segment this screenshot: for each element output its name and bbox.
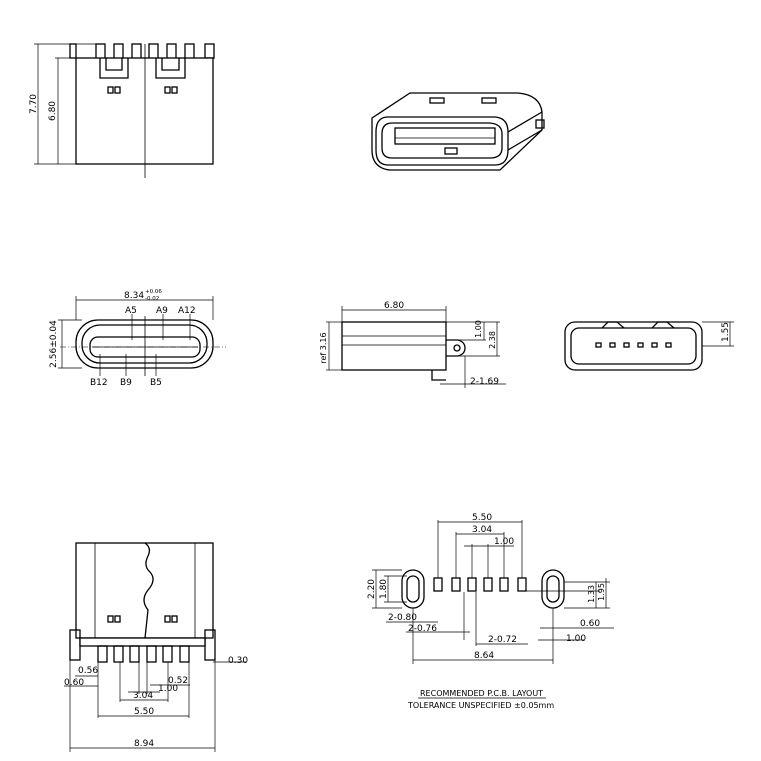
bottom-dim-056: 0.56 — [78, 666, 98, 676]
pcb-dim-133: 1.33 — [587, 585, 596, 603]
bottom-dim-894: 8.94 — [134, 739, 154, 749]
pcb-dim-280: 2-0.80 — [388, 613, 417, 623]
pin-label-a12: A12 — [178, 306, 196, 316]
pcb-dim-180: 1.80 — [379, 579, 389, 599]
pcb-dim-220: 2.20 — [367, 579, 377, 599]
front-dim-width: 8.34 — [124, 291, 144, 301]
top-dim-680: 6.80 — [48, 101, 58, 121]
rear-view: 1.55 — [564, 321, 734, 371]
bottom-dim-052: 0.52 — [168, 676, 188, 686]
front-view: 8.34 +0.06 -0.02 2.56±0.04 A5 A9 A12 B12… — [49, 289, 226, 388]
pcb-dim-100: 1.00 — [494, 537, 514, 547]
pin-label-a5: A5 — [125, 306, 137, 316]
bottom-dim-100: 1.00 — [158, 684, 178, 694]
front-dim-height: 2.56±0.04 — [49, 320, 59, 368]
pcb-caption: RECOMMENDED P.C.B. LAYOUT — [420, 689, 543, 698]
bottom-view: 0.30 0.56 0.60 0.52 3.04 1.00 5.50 8.94 — [64, 542, 248, 752]
side-dim-100: 1.00 — [474, 320, 483, 338]
pcb-tolerance: TOLERANCE UNSPECIFIED ±0.05mm — [407, 701, 554, 710]
isometric-view — [371, 92, 545, 171]
top-dim-770: 7.70 — [29, 94, 39, 114]
pin-label-b9: B9 — [120, 378, 132, 388]
bottom-dim-304: 3.04 — [133, 691, 153, 701]
bottom-dim-030: 0.30 — [228, 656, 248, 666]
pcb-layout: 5.50 3.04 1.00 2.20 1.80 1.33 1.95 2-0.8… — [367, 513, 614, 710]
pcb-dim-195: 1.95 — [597, 583, 606, 601]
side-dim-tab: 2-1.69 — [470, 377, 499, 387]
pcb-dim-060: 0.60 — [580, 619, 600, 629]
pcb-dim-100b: 1.00 — [566, 634, 586, 644]
top-view: 7.70 6.80 — [29, 43, 215, 178]
front-tol-lower: -0.02 — [145, 296, 159, 302]
pin-label-b5: B5 — [150, 378, 162, 388]
side-dim-ref: ref 3.16 — [319, 332, 328, 363]
side-view: 6.80 ref 3.16 1.00 2.38 2-1.69 — [319, 301, 506, 388]
bottom-dim-550: 5.50 — [134, 707, 154, 717]
bottom-dim-060: 0.60 — [64, 678, 84, 688]
pcb-dim-550: 5.50 — [472, 513, 492, 523]
pcb-dim-276: 2-0.76 — [408, 624, 437, 634]
pcb-dim-304: 3.04 — [472, 525, 492, 535]
side-dim-238: 2.38 — [488, 331, 497, 349]
pin-label-a9: A9 — [156, 306, 168, 316]
pcb-dim-272: 2-0.72 — [488, 635, 517, 645]
pin-label-b12: B12 — [90, 378, 108, 388]
rear-dim-155: 1.55 — [721, 322, 731, 342]
front-tol-upper: +0.06 — [145, 289, 162, 295]
side-dim-length: 6.80 — [384, 301, 404, 311]
pcb-dim-864: 8.64 — [474, 651, 494, 661]
